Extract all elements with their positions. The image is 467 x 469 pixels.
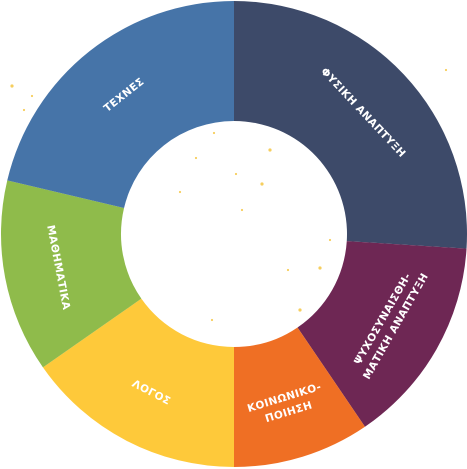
sparkle-dot (22, 108, 26, 112)
donut-slice (297, 241, 467, 427)
sparkle-dot (328, 238, 332, 242)
sparkle-dot (210, 318, 214, 322)
donut-slice (42, 298, 234, 467)
sparkle-dot (30, 94, 34, 98)
sparkle-dot (318, 266, 322, 270)
sparkle-dot (234, 172, 238, 176)
sparkle-dot (298, 308, 302, 312)
sparkle-dot (240, 208, 244, 212)
sparkle-dot (286, 268, 290, 272)
sparkle-dot (268, 148, 272, 152)
sparkle-dot (444, 68, 448, 72)
sparkle-dot (260, 182, 264, 186)
sparkle-dot (10, 84, 14, 88)
donut-slice (7, 1, 234, 208)
sparkle-dot (178, 190, 182, 194)
sparkle-dot (212, 131, 216, 135)
sparkle-dot (194, 156, 198, 160)
donut-slice (234, 1, 467, 249)
donut-slice (0, 180, 142, 368)
donut-slice (234, 327, 365, 467)
